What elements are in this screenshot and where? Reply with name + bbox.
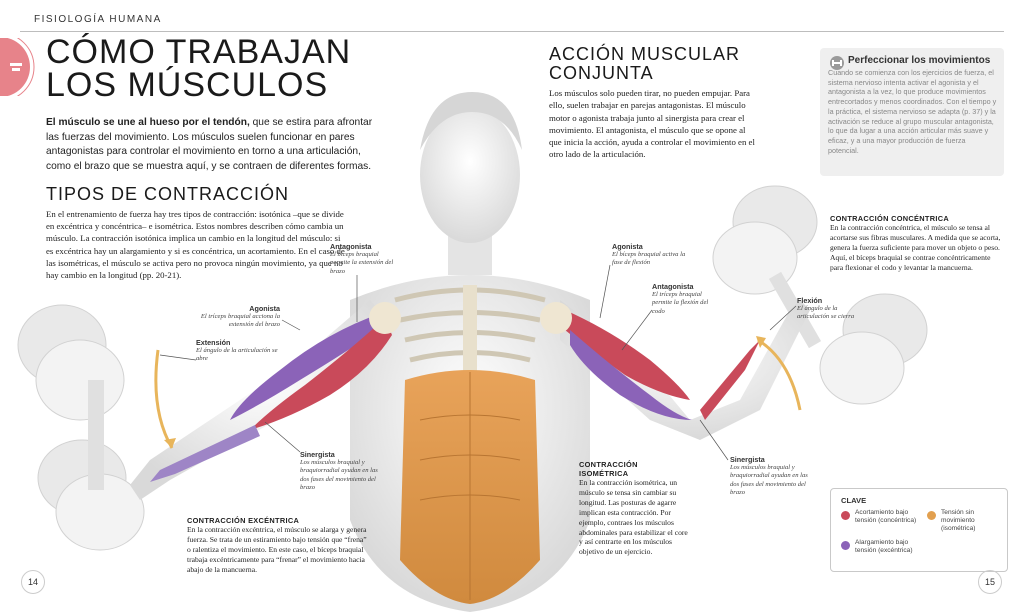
label-agonista-right: Agonista El bíceps braquial activa la fa… — [612, 242, 692, 268]
isometrica-text: En la contracción isométrica, un músculo… — [579, 478, 688, 557]
subheading-accion: ACCIÓN MUSCULAR CONJUNTA — [549, 44, 741, 83]
intro-paragraph: El músculo se une al hueso por el tendón… — [46, 116, 376, 174]
isometrica-head: CONTRACCIÓN ISOMÉTRICA — [579, 460, 638, 478]
label-head: Sinergista — [300, 450, 335, 459]
label-flexion: Flexión El ángulo de la articulación se … — [797, 296, 857, 322]
tip-title: Perfeccionar los movimientos — [848, 55, 991, 66]
key-title: CLAVE — [841, 496, 867, 505]
subheading-tipos: TIPOS DE CONTRACCIÓN — [46, 184, 290, 204]
key-dot-concentric — [841, 511, 850, 520]
left-dumbbell-icon — [17, 304, 145, 551]
concentrica-block: CONTRACCIÓN CONCÉNTRICA En la contracció… — [830, 214, 1004, 273]
isometrica-block: CONTRACCIÓN ISOMÉTRICA En la contracción… — [579, 460, 689, 557]
excentrica-text: En la contracción excéntrica, el músculo… — [187, 525, 367, 574]
header-rule — [20, 31, 1004, 32]
label-sinergista-left: Sinergista Los músculos braquial y braqu… — [300, 450, 380, 493]
label-text: El ángulo de la articulación se abre — [196, 347, 278, 363]
label-text: El tríceps braquial acciona la extensión… — [200, 313, 280, 329]
label-head: Agonista — [612, 242, 643, 251]
label-sinergista-right: Sinergista Los músculos braquial y braqu… — [730, 455, 812, 498]
label-head: Antagonista — [652, 282, 694, 291]
label-head: Sinergista — [730, 455, 765, 464]
key-dot-isometric — [927, 511, 936, 520]
page-number-right: 15 — [978, 570, 1002, 594]
label-head: Antagonista — [330, 242, 372, 251]
concentrica-head: CONTRACCIÓN CONCÉNTRICA — [830, 214, 949, 223]
tip-box: Perfeccionar los movimientos Cuando se c… — [820, 48, 1004, 176]
right-dumbbell-icon — [712, 185, 928, 405]
label-text: El ángulo de la articulación se cierra — [797, 305, 855, 321]
legend-key: CLAVE Acortamiento bajo tensión (concént… — [830, 488, 1008, 572]
label-text: El bíceps braquial permite la extensión … — [330, 251, 394, 275]
label-text: Los músculos braquial y braquiorradial a… — [300, 459, 378, 492]
page-number-left: 14 — [21, 570, 45, 594]
key-dot-eccentric — [841, 541, 850, 550]
label-agonista-left: Agonista El tríceps braquial acciona la … — [196, 304, 280, 330]
key-item-concentric: Acortamiento bajo tensión (concéntrica) — [855, 509, 917, 525]
label-head: Extensión — [196, 338, 231, 347]
tip-body: Cuando se comienza con los ejercicios de… — [828, 68, 997, 155]
label-text: El bíceps braquial activa la fase de fle… — [612, 251, 686, 267]
key-item-eccentric: Alargamiento bajo tensión (excéntrica) — [855, 539, 913, 555]
chapter-emblem-icon — [0, 38, 35, 96]
page-title: CÓMO TRABAJAN LOS MÚSCULOS — [46, 33, 352, 104]
excentrica-head: CONTRACCIÓN EXCÉNTRICA — [187, 516, 300, 525]
body-accion: Los músculos solo pueden tirar, no puede… — [549, 88, 755, 160]
label-extension: Extensión El ángulo de la articulación s… — [196, 338, 280, 364]
concentrica-text: En la contracción concéntrica, el múscul… — [830, 223, 1001, 272]
key-item-isometric: Tensión sin movimiento (isométrica) — [941, 509, 976, 533]
intro-rest: que se estira para afrontar las fuerzas … — [46, 117, 373, 172]
label-antagonista-left: Antagonista El bíceps braquial permite l… — [330, 242, 396, 276]
label-head: Flexión — [797, 296, 823, 305]
excentrica-block: CONTRACCIÓN EXCÉNTRICA En la contracción… — [187, 516, 367, 575]
intro-bold: El músculo se une al hueso por el tendón… — [46, 117, 250, 128]
label-text: Los músculos braquial y braquiorradial a… — [730, 464, 808, 497]
label-head: Agonista — [249, 304, 280, 313]
body-tipos: En el entrenamiento de fuerza hay tres t… — [46, 209, 345, 281]
label-antagonista-right: Antagonista El tríceps braquial permite … — [652, 282, 716, 316]
dumbbell-icon — [830, 56, 844, 70]
section-tag: FISIOLOGÍA HUMANA — [34, 14, 162, 25]
label-text: El tríceps braquial permite la flexión d… — [652, 291, 709, 315]
